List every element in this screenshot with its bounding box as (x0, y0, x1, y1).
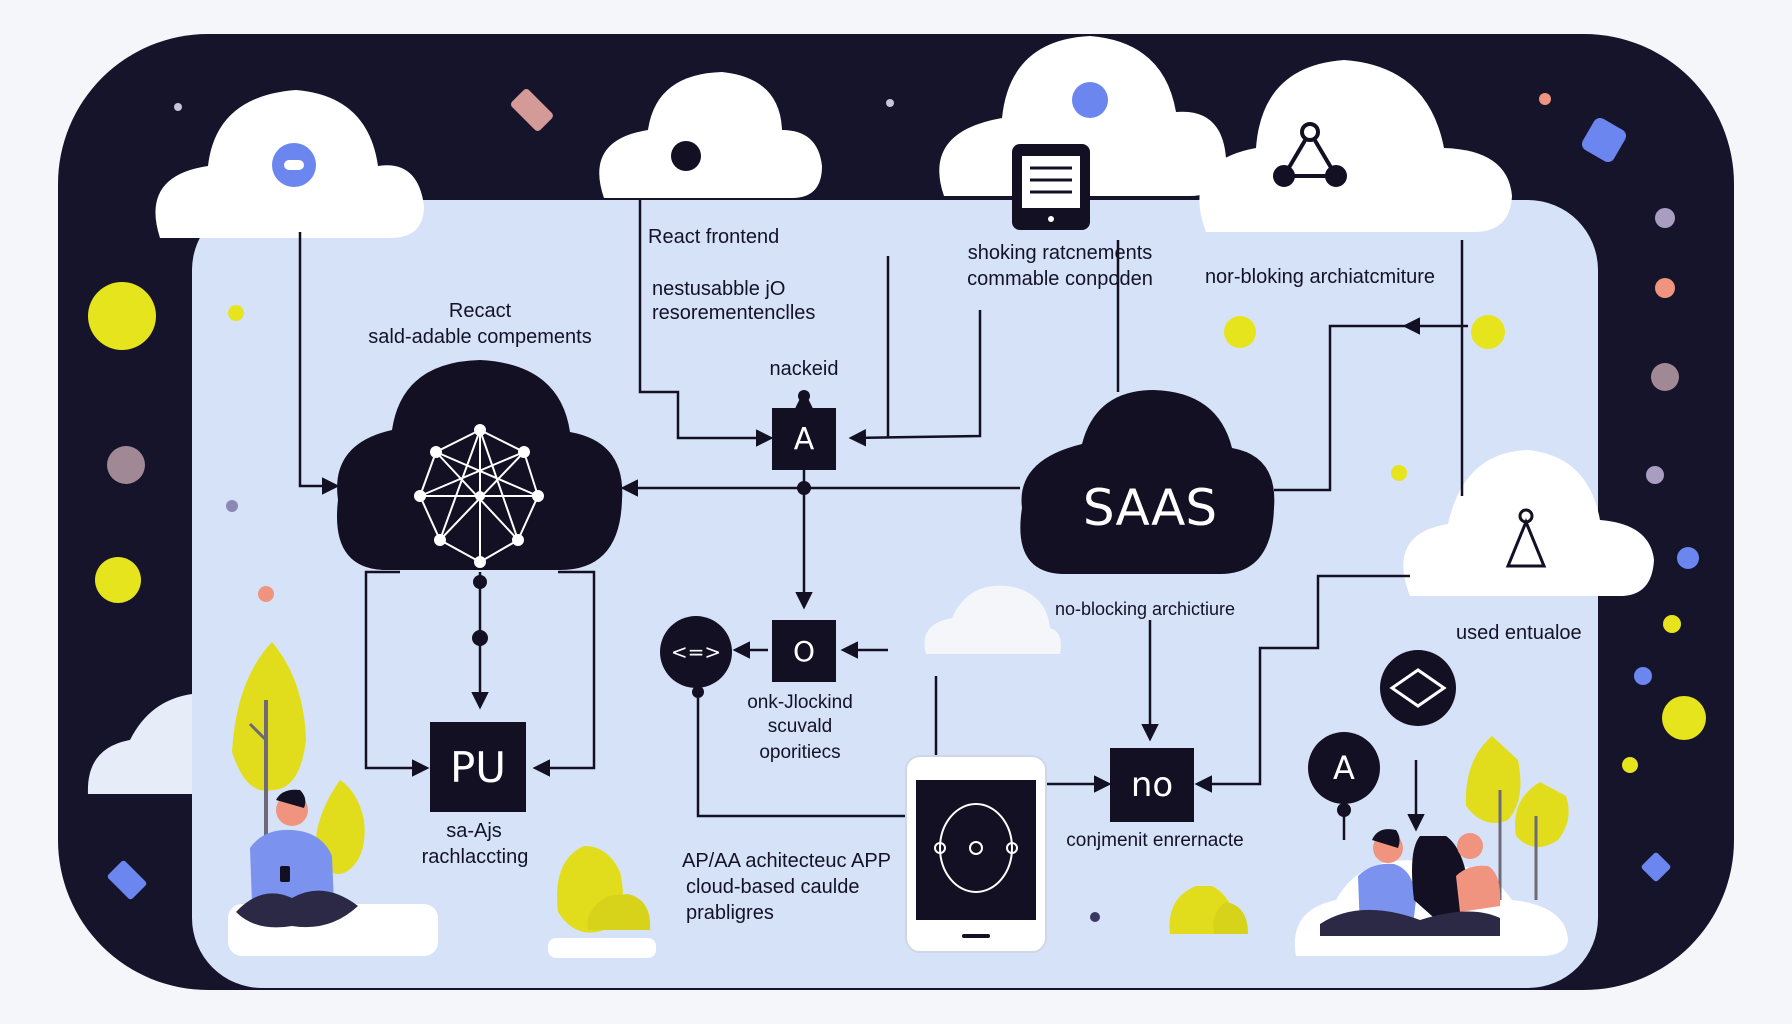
label-used-entualoe: used entualoe (1456, 622, 1582, 644)
cloud-small (924, 585, 1061, 654)
cloud-left-edge (87, 694, 192, 794)
label-onk-1: onk-Jlockind (747, 692, 853, 713)
label-sa-1: sa-Ajs (446, 820, 502, 842)
label-shoking-1: shoking ratcnements (967, 242, 1153, 264)
no-node: no (1110, 748, 1194, 822)
cloud-1 (155, 90, 425, 238)
label-non-blocking-top: nor-bloking archiatcmiture (1204, 266, 1436, 288)
label-api-1: AP/AA achitecteuc APP (682, 850, 892, 872)
label-onk-3: oporitiecs (759, 742, 841, 763)
tablet-icon (1012, 144, 1090, 230)
arrow-circle-node: <=> (660, 616, 732, 688)
dot-icon (671, 141, 701, 171)
triangle-network-icon (1273, 122, 1347, 187)
cloud-5 (1403, 450, 1654, 596)
label-sa-2: rachlaccting (421, 846, 529, 868)
pyramid-icon (1505, 508, 1547, 568)
cloud-3 (939, 36, 1226, 230)
mobile-phone-icon (905, 755, 1047, 953)
a-circle-node: A (1308, 732, 1380, 804)
label-reusable-2: resorementenclles (652, 302, 816, 324)
saas-cloud (1020, 390, 1275, 574)
connectors (298, 200, 1468, 840)
label-no-blocking-mid: no-blocking archictiure (1054, 599, 1236, 619)
label-shoking-2: commable conpoden (967, 268, 1153, 290)
decorative-dots (88, 89, 1706, 922)
label-nacked: nackeid (769, 358, 839, 380)
saas-label: SAAS (1082, 479, 1218, 537)
label-api-3: prabligres (686, 902, 774, 924)
people-right (1320, 829, 1501, 936)
label-react-frontend: React frontend (648, 226, 780, 248)
person-left (236, 789, 358, 928)
cloud-2 (599, 72, 822, 198)
trees (232, 642, 1569, 934)
diamond-icon (1380, 650, 1456, 726)
a-top-node: A (772, 408, 836, 470)
label-conjunment: conjmenit enrernacte (1066, 830, 1244, 851)
label-api-2: cloud-based caulde (686, 876, 860, 898)
cloud-4 (1199, 60, 1512, 232)
label-react-sub: sald-adable compements (368, 326, 592, 348)
label-reusable-1: nestusabble jO (652, 278, 786, 300)
pu-node: PU (430, 722, 526, 812)
ground-mid (548, 938, 656, 958)
label-onk-2: scuvald (767, 716, 833, 737)
network-graph-icon (414, 424, 544, 568)
connector-dots (472, 390, 1351, 817)
label-react-title: Recact (448, 300, 512, 322)
o-mid-node: O (772, 620, 836, 682)
